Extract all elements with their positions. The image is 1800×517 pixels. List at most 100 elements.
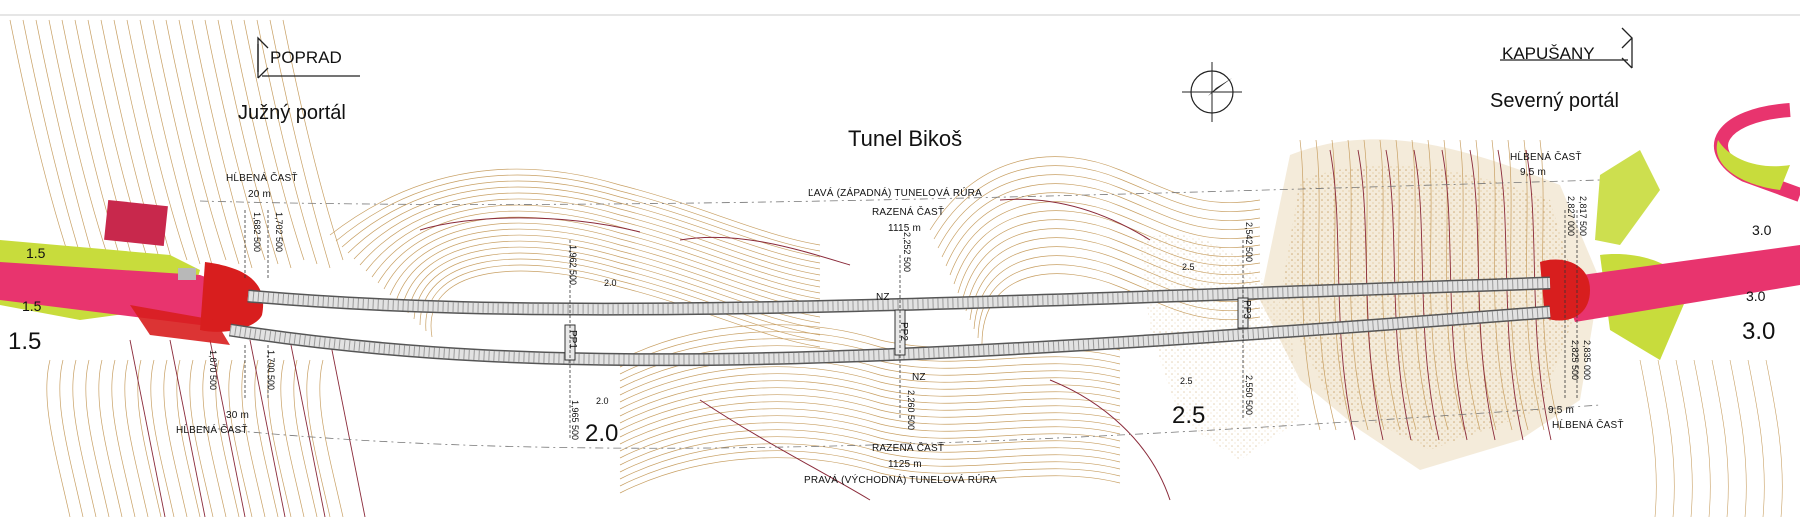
contour-line — [282, 19, 344, 261]
contour-line — [1657, 359, 1675, 517]
contour-line — [1693, 359, 1711, 517]
contour-line — [933, 165, 1261, 240]
right-tube-mined-length: 1125 m — [888, 459, 922, 470]
contour-line — [425, 264, 821, 342]
contour-line — [178, 19, 240, 265]
chainage-c1: 2,252 500 — [902, 232, 912, 273]
contour-line — [335, 174, 821, 252]
contour-line — [329, 339, 366, 517]
portal-left-apron — [130, 305, 230, 345]
green-bend-right — [1716, 140, 1790, 190]
contour-line — [254, 359, 279, 517]
contour-line — [359, 198, 821, 276]
contour-line — [1347, 139, 1369, 431]
contour-line — [113, 19, 175, 269]
contour-line — [1765, 359, 1783, 517]
portal-north-title: Severný portál — [1490, 90, 1619, 112]
tunnel-title: Tunel Bikoš — [848, 126, 963, 151]
chainage-e1: 2,827 000 — [1566, 196, 1576, 237]
contour-line — [46, 359, 71, 517]
contour-line — [293, 359, 318, 517]
contour-line — [929, 156, 1261, 231]
contour-line — [419, 217, 641, 233]
contour-line — [243, 19, 305, 261]
gradient-left-mid: 1.5 — [22, 298, 42, 314]
building-red — [104, 199, 168, 247]
contour-line — [619, 436, 1121, 473]
cut-south-bottom-label: HĹBENÁ ČASŤ — [176, 425, 248, 436]
gradient-25b: 2.5 — [1180, 376, 1193, 386]
chainage-d1: 2,542 500 — [1244, 222, 1254, 263]
chainage-a2: 1,702 500 — [274, 212, 284, 253]
contour-line — [202, 359, 227, 517]
contour-line — [124, 359, 149, 517]
contour-line — [249, 339, 286, 517]
green-strip-right — [1595, 150, 1660, 245]
contour-line — [306, 359, 331, 517]
contour-line — [163, 359, 188, 517]
left-tube-name: ĽAVÁ (ZÁPADNÁ) TUNELOVÁ RÚRA — [808, 188, 982, 199]
left-tube-mined-length: 1115 m — [888, 223, 922, 234]
chainage-e3: 2,835 000 — [1582, 340, 1592, 381]
contour-line — [1331, 139, 1353, 431]
contour-line — [59, 359, 84, 517]
contour-line — [619, 422, 1121, 459]
niche-top: NZ — [876, 292, 890, 303]
contour-line — [1639, 359, 1657, 517]
direction-left: POPRAD — [270, 48, 342, 67]
contour-line — [150, 359, 175, 517]
contour-line — [217, 19, 279, 265]
gradient-25big: 2.5 — [1172, 402, 1206, 429]
contour-line — [280, 359, 305, 517]
contour-line — [619, 429, 1121, 466]
contour-line — [619, 408, 1121, 445]
contour-line — [1049, 379, 1171, 501]
contour-line — [961, 228, 1261, 303]
contour-line — [353, 192, 821, 270]
contour-line — [365, 204, 821, 282]
contour-line — [619, 366, 1121, 403]
contour-line — [1675, 359, 1693, 517]
contour-line — [139, 19, 201, 265]
road-right — [1560, 245, 1800, 322]
contour-line — [619, 359, 1121, 396]
portal-south-title: Južný portál — [238, 102, 346, 124]
gradient-left-big: 1.5 — [8, 328, 42, 355]
contour-line — [209, 339, 246, 517]
contour-line — [619, 394, 1121, 431]
contour-line — [395, 234, 821, 312]
contour-line — [1329, 149, 1356, 441]
contour-line — [1523, 139, 1545, 431]
contour-line — [1315, 139, 1337, 431]
right-tube-inner — [229, 307, 1551, 365]
contour-line — [999, 198, 1151, 241]
contour-line — [377, 216, 821, 294]
contour-line — [1491, 139, 1513, 431]
north-arrow — [1182, 62, 1242, 122]
contour-line — [699, 399, 871, 501]
portal-left-red — [200, 262, 264, 332]
contour-line — [1379, 139, 1401, 431]
gradient-30b: 3.0 — [1746, 288, 1766, 304]
contour-line — [22, 19, 84, 265]
contour-line — [619, 401, 1121, 438]
contour-line — [126, 19, 188, 261]
gradient-25a: 2.5 — [1182, 262, 1195, 272]
survey-lines — [0, 14, 1800, 449]
arrow-left-poprad — [257, 36, 360, 79]
cut-south-top-length: 20 m — [248, 189, 272, 200]
right-tube-name: PRAVÁ (VÝCHODNÁ) TUNELOVÁ RÚRA — [804, 475, 997, 486]
contour-line — [419, 258, 821, 336]
contour-line — [619, 415, 1121, 452]
gradient-30a: 3.0 — [1752, 222, 1772, 238]
arrow-right-kapusany — [1500, 27, 1633, 69]
cut-north-top-label: HĹBENÁ ČASŤ — [1510, 152, 1582, 163]
contour-line — [619, 373, 1121, 410]
contour-line — [937, 174, 1261, 249]
cut-north-top-length: 9,5 m — [1520, 167, 1547, 178]
contour-line — [85, 359, 110, 517]
contour-line — [230, 19, 292, 269]
hill-texture-right — [1280, 165, 1580, 450]
contour-line — [679, 236, 851, 266]
contour-line — [389, 228, 821, 306]
